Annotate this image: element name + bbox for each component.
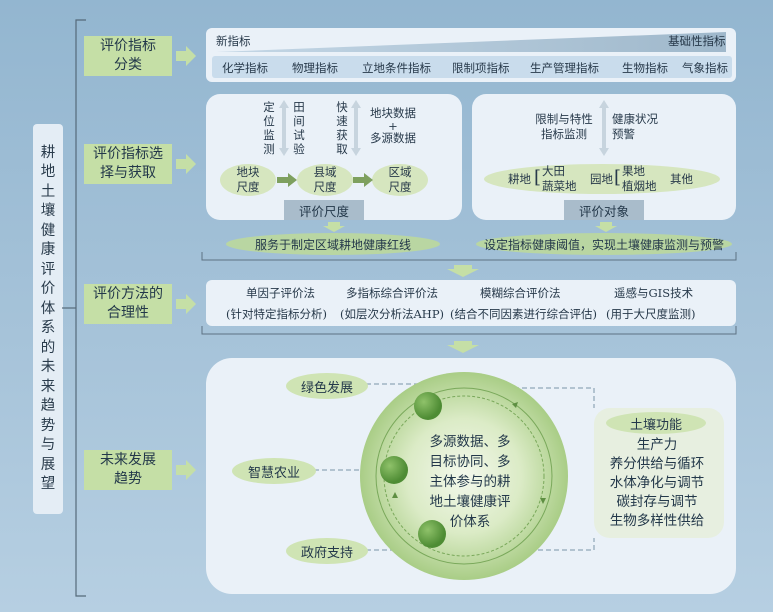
function-item: 碳封存与调节 bbox=[616, 494, 698, 510]
functions-title: 土壤功能 bbox=[606, 412, 706, 434]
arrow-right-icon bbox=[277, 173, 297, 187]
scale-title: 评价尺度 bbox=[284, 200, 364, 220]
object-farmland: 耕地 bbox=[508, 172, 531, 186]
category-item: 物理指标 bbox=[292, 61, 338, 75]
basic-indicator-label: 基础性指标 bbox=[668, 34, 726, 48]
category-item: 立地条件指标 bbox=[362, 61, 431, 75]
government-support: 政府支持 bbox=[286, 538, 368, 564]
new-indicator-label: 新指标 bbox=[216, 34, 251, 48]
future-diagram bbox=[306, 372, 595, 580]
function-item: 生物多样性供给 bbox=[609, 513, 705, 529]
farmland-types: 大田 蔬菜地 bbox=[542, 164, 577, 193]
category-item: 生物指标 bbox=[622, 61, 668, 75]
scale-county: 县域 尺度 bbox=[297, 164, 353, 196]
function-item: 水体净化与调节 bbox=[609, 475, 705, 491]
bracket-icon: [ bbox=[614, 167, 622, 188]
row-label-selection: 评价指标选 择与获取 bbox=[84, 144, 172, 184]
category-item: 生产管理指标 bbox=[530, 61, 599, 75]
arrow-down-icon bbox=[595, 222, 617, 232]
arrow-right-icon bbox=[176, 460, 196, 480]
bracket-icon: [ bbox=[534, 167, 542, 188]
arrow-right-icon bbox=[176, 46, 196, 66]
method-note: (用于大尺度监测) bbox=[606, 307, 696, 321]
limit-monitoring: 限制与特性 指标监测 bbox=[535, 112, 593, 141]
health-warning: 健康状况 预警 bbox=[612, 112, 658, 141]
method-positioning: 定位监测 bbox=[263, 100, 275, 156]
green-development: 绿色发展 bbox=[286, 373, 368, 399]
double-arrow-icon bbox=[351, 100, 361, 156]
scale-goal: 服务于制定区域耕地健康红线 bbox=[226, 233, 440, 255]
row2-bracket bbox=[201, 252, 737, 261]
double-arrow-icon bbox=[279, 100, 289, 156]
arrow-right-icon bbox=[176, 154, 196, 174]
functions-list: 生产力 养分供给与循环 水体净化与调节 碳封存与调节 生物多样性供给 bbox=[596, 436, 718, 531]
object-garden: 园地 bbox=[590, 172, 613, 186]
category-item: 限制项指标 bbox=[452, 61, 510, 75]
left-bracket bbox=[62, 19, 86, 597]
indicator-gradient-wedge bbox=[216, 32, 726, 52]
method-note: (结合不同因素进行综合评估) bbox=[450, 307, 597, 321]
object-other: 其他 bbox=[670, 172, 693, 186]
categories-bar bbox=[212, 56, 732, 78]
row-label-future: 未来发展 趋势 bbox=[84, 450, 172, 490]
object-title: 评价对象 bbox=[564, 200, 644, 220]
method-rapid: 快速获取 bbox=[336, 100, 348, 156]
category-item: 化学指标 bbox=[222, 61, 268, 75]
methods-panel bbox=[206, 280, 736, 326]
smart-agriculture: 智慧农业 bbox=[232, 458, 316, 484]
scale-plot: 地块 尺度 bbox=[220, 164, 276, 196]
method-name: 单因子评价法 bbox=[246, 286, 315, 300]
function-item: 养分供给与循环 bbox=[609, 456, 705, 472]
object-goal: 设定指标健康阈值，实现土壤健康监测与预警 bbox=[476, 233, 732, 255]
category-item: 气象指标 bbox=[682, 61, 728, 75]
scale-region: 区域 尺度 bbox=[372, 164, 428, 196]
method-name: 遥感与GIS技术 bbox=[614, 286, 694, 300]
row3-bracket bbox=[201, 326, 737, 335]
method-note: (针对特定指标分析) bbox=[226, 307, 327, 321]
arrow-down-icon bbox=[447, 265, 479, 277]
evaluation-system-text: 多源数据、多 目标协同、多 主体参与的耕 地土壤健康评 价体系 bbox=[429, 434, 511, 530]
method-field-test: 田间试验 bbox=[293, 100, 305, 156]
row-label-classification: 评价指标 分类 bbox=[84, 36, 172, 76]
arrow-right-icon bbox=[176, 294, 196, 314]
method-note: (如层次分析法AHP) bbox=[340, 307, 445, 321]
object-ellipse bbox=[484, 164, 720, 194]
data-sources: 地块数据 + 多源数据 bbox=[370, 106, 416, 145]
method-name: 模糊综合评价法 bbox=[480, 286, 561, 300]
arrow-down-icon bbox=[323, 222, 345, 232]
function-item: 生产力 bbox=[636, 437, 678, 453]
double-arrow-icon bbox=[599, 100, 609, 156]
arrow-right-icon bbox=[353, 173, 373, 187]
row-label-methods: 评价方法的 合理性 bbox=[84, 284, 172, 324]
main-title-vertical: 耕地土壤健康评价体系的未来趋势与展望 bbox=[33, 124, 63, 514]
method-name: 多指标综合评价法 bbox=[346, 286, 438, 300]
scale-panel bbox=[206, 94, 462, 220]
arrow-down-icon bbox=[447, 341, 479, 353]
garden-types: 果地 植烟地 bbox=[622, 164, 657, 193]
main-title-text: 耕地土壤健康评价体系的未来趋势与展望 bbox=[40, 144, 56, 493]
